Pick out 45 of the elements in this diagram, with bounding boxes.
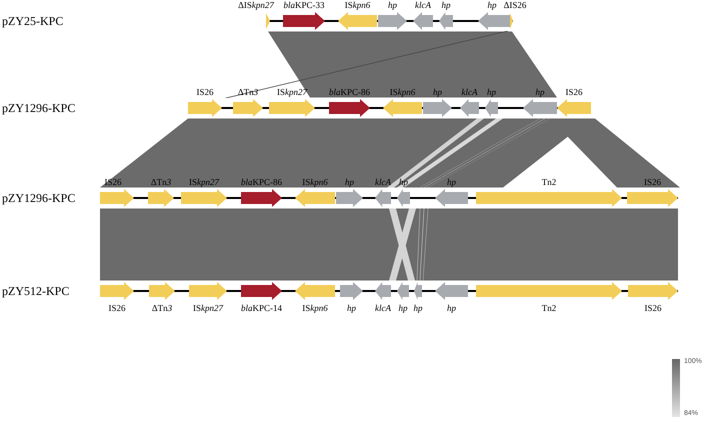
gene-label: ΔTn3 [152, 303, 172, 314]
gene-label: IS26 [108, 303, 126, 314]
gene-label: hp [347, 303, 356, 314]
gene-label: ΔIS26 [504, 0, 526, 11]
gene-label: ISkpn27 [192, 303, 223, 314]
gene-label: IS26 [196, 87, 214, 98]
gene-label: klcA [375, 303, 391, 314]
gene-label: ΔISkpn27 [238, 0, 274, 11]
match-line [222, 30, 512, 100]
gene-label: Tn2 [542, 177, 556, 188]
gene-label: blaKPC-14 [240, 303, 282, 314]
gene-label: ISkpn6 [302, 303, 328, 314]
gene-label: IS26 [644, 303, 662, 314]
gene-label: Tn2 [542, 303, 556, 314]
gene-label: blaKPC-86 [328, 87, 370, 98]
gene-label: hp [388, 0, 397, 11]
gene-label: blaKPC-33 [283, 0, 325, 11]
plasmid-name: pZY1296-KPC [2, 191, 76, 205]
gene-label: hp [345, 177, 354, 188]
gene-label: ISkpn6 [390, 87, 416, 98]
gene-label: hp [488, 0, 496, 11]
gene-label: hp [487, 87, 496, 98]
gene-label: hp [399, 177, 408, 188]
gene-label: hp [447, 303, 456, 314]
gene-label: ISkpn6 [344, 0, 370, 11]
gene-label: ISkpn6 [302, 177, 328, 188]
gene-label: hp [398, 303, 408, 314]
gene-label: IS26 [565, 87, 582, 98]
gene-label: hp [414, 303, 422, 314]
gene-label: ISkpn27 [188, 177, 219, 188]
plasmid-name: pZY512-KPC [2, 284, 70, 298]
gene-label: hp [442, 0, 450, 11]
gene-label: klcA [375, 177, 391, 188]
gene-label: IS26 [104, 177, 122, 188]
plasmid-name: pZY25-KPC [2, 14, 64, 28]
gene-label: hp [447, 177, 456, 188]
gene-label: ISkpn27 [276, 87, 307, 98]
gene-label: hp [433, 87, 442, 98]
gene-label: ΔTn3 [150, 177, 172, 188]
gene-label: klcA [462, 87, 478, 98]
gene-label: blaKPC-86 [240, 177, 282, 188]
plasmid-name: pZY1296-KPC [2, 101, 76, 115]
gene-label: IS26 [644, 177, 661, 188]
gene-label: klcA [415, 0, 431, 11]
gene-label: hp [536, 87, 544, 98]
